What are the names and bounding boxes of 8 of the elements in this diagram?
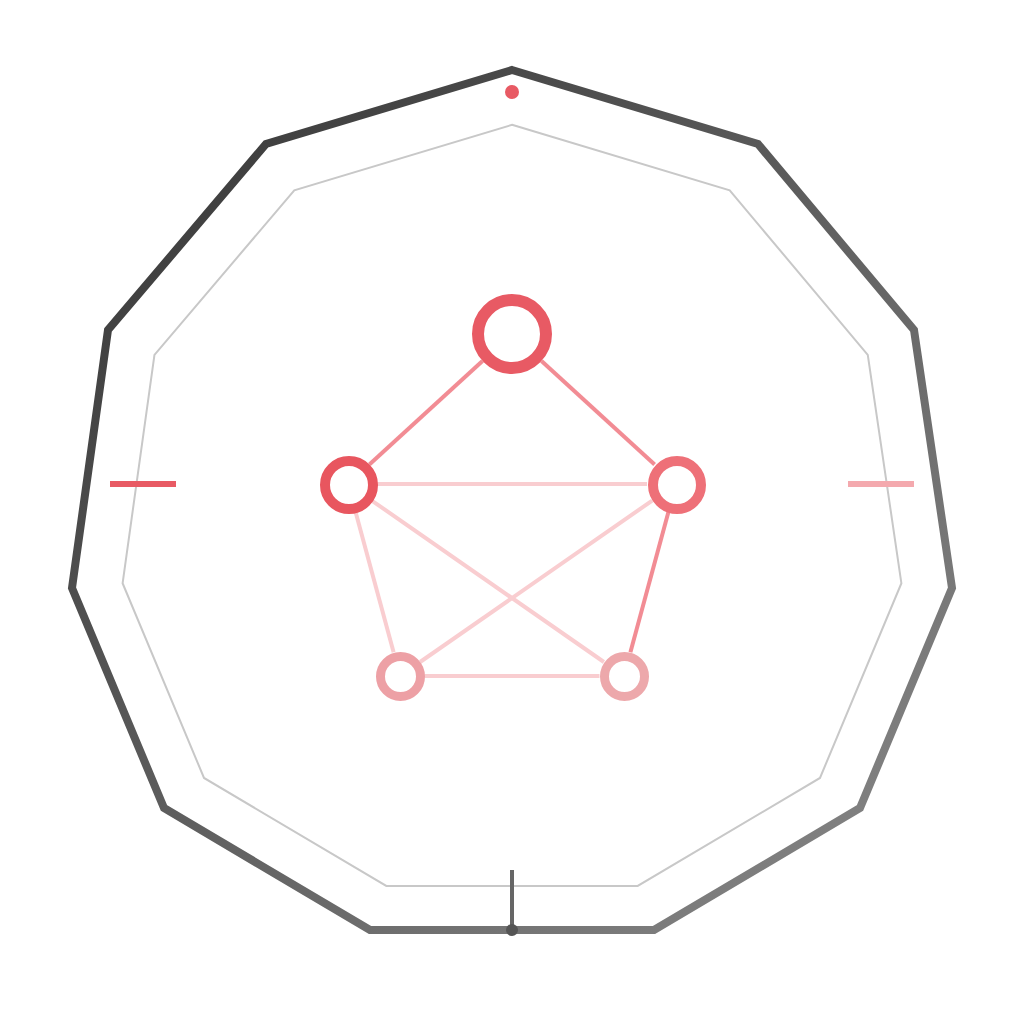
connector-line bbox=[353, 511, 396, 653]
connector-line bbox=[368, 359, 484, 466]
connector-line bbox=[424, 674, 600, 678]
connector-line bbox=[418, 498, 654, 664]
connector-line bbox=[370, 498, 606, 664]
connector-line bbox=[377, 482, 647, 486]
connector-line bbox=[628, 511, 671, 653]
connector-line bbox=[540, 359, 656, 466]
